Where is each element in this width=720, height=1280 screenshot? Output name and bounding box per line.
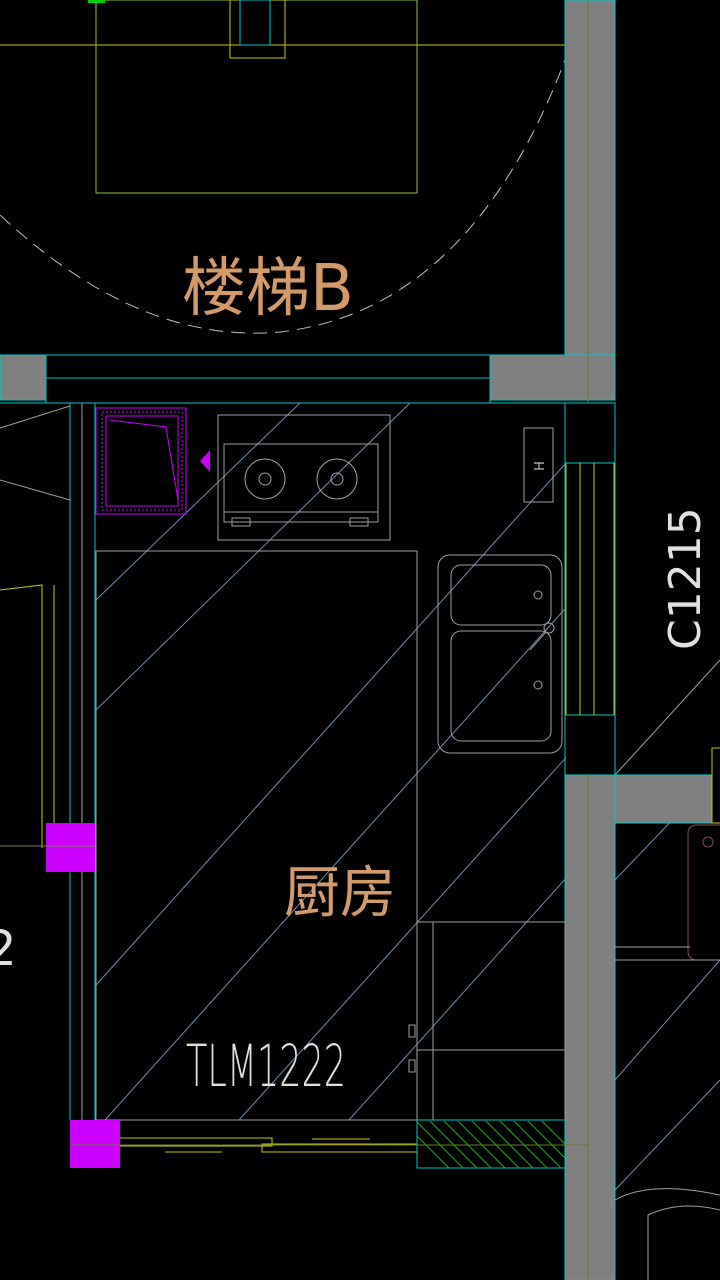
faucet-icon (543, 622, 555, 634)
kitchen-label: 厨房 (284, 861, 396, 926)
structural-column (70, 1120, 120, 1168)
door-tag: TLM1222 (186, 1032, 346, 1100)
right-room-fixtures (614, 747, 720, 1280)
window-tag: C1215 (660, 507, 711, 650)
stair-label: 楼梯B (182, 252, 354, 326)
hatch-line (614, 659, 720, 776)
refrigerator (408, 921, 566, 1121)
structural-column (46, 823, 95, 872)
kitchen-floor-hatch (96, 403, 566, 1120)
burner-icon (316, 458, 358, 500)
stair-area (0, 0, 566, 334)
left-partial-tag: 2 (0, 921, 17, 977)
range-hood (523, 427, 554, 503)
range-hood-mark: H (533, 461, 548, 471)
stair-swing-arc (0, 59, 566, 334)
wall-hatch-lines (417, 1121, 565, 1168)
counter-outline (95, 550, 418, 1121)
left-room (0, 405, 95, 848)
duct-shaft (95, 407, 210, 515)
window-c1215 (564, 402, 616, 776)
adjacent-room-hatch (615, 823, 720, 1191)
burner-icon (244, 458, 286, 500)
double-sink (437, 554, 563, 754)
arrow-icon (200, 450, 210, 472)
sliding-door-tlm1222 (120, 1137, 417, 1153)
gas-stove (217, 414, 391, 541)
